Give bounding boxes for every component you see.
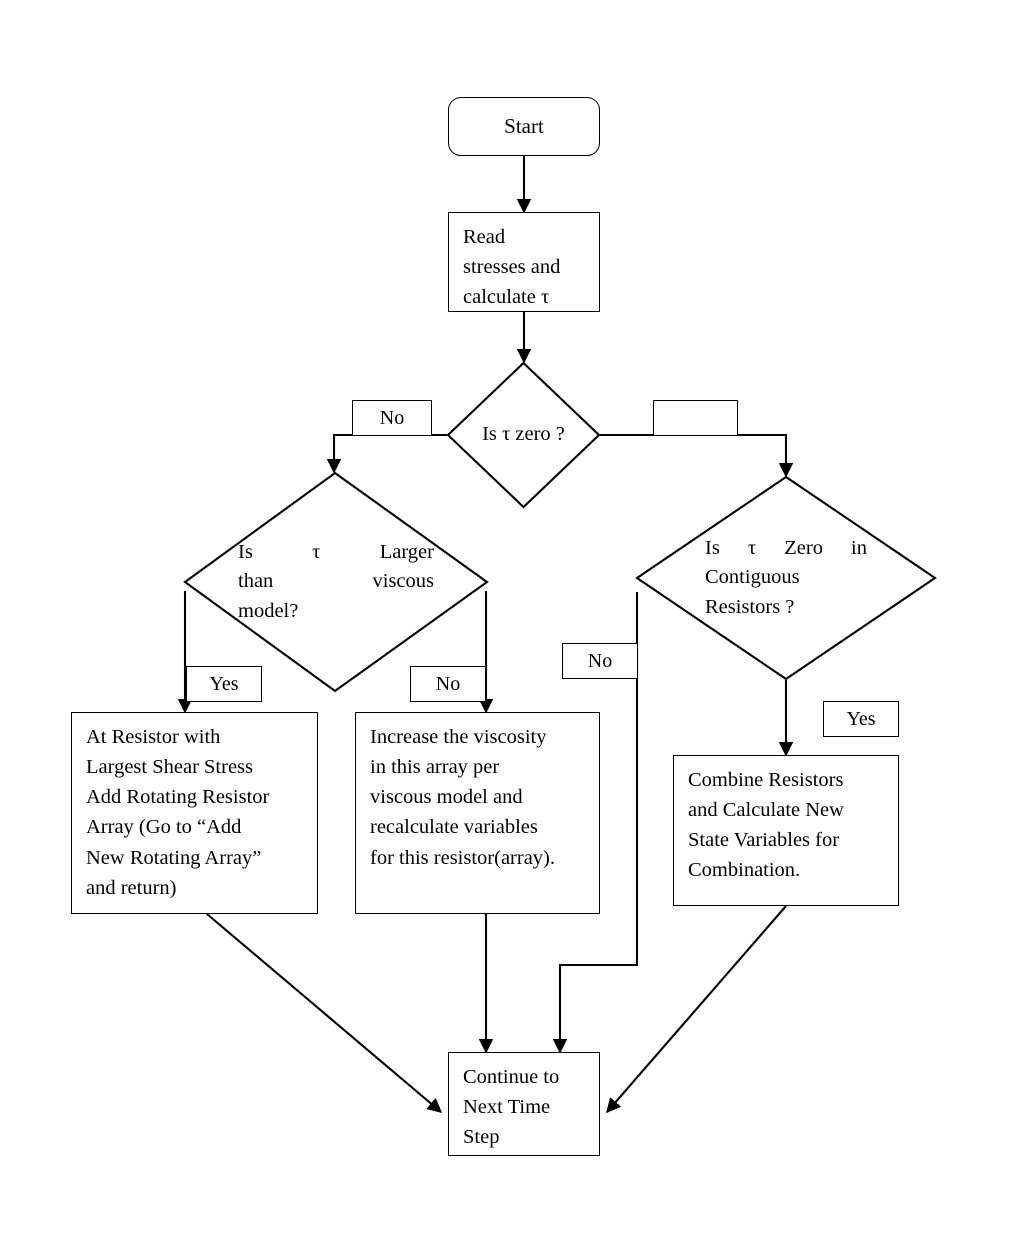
node-add-rotating-array-label: At Resistor with Largest Shear Stress Ad… — [86, 726, 270, 899]
edge-tauzero-yes — [600, 433, 794, 478]
node-increase-viscosity-label: Increase the viscosity in this array per… — [370, 726, 556, 869]
node-increase-viscosity[interactable]: Increase the viscosity in this array per… — [355, 712, 600, 914]
label-contig-yes: Yes — [823, 701, 899, 737]
node-continue-next-time-step[interactable]: Continue to Next Time Step — [448, 1052, 600, 1156]
label-tau-zero-yes — [653, 400, 738, 436]
label-larger-yes-text: Yes — [209, 673, 239, 695]
label-tau-zero-no-text: No — [379, 407, 405, 429]
node-read-stresses-label: Read stresses and calculate τ — [463, 226, 561, 309]
label-tau-zero-no: No — [352, 400, 432, 436]
label-larger-no-text: No — [435, 673, 461, 695]
edge-addarray-to-continue — [206, 913, 443, 1113]
node-decision-tau-larger[interactable]: Is τ Larger than viscous model? — [183, 471, 489, 693]
edge-combine-to-continue — [606, 905, 787, 1114]
label-contig-yes-text: Yes — [846, 708, 876, 730]
label-larger-no: No — [410, 666, 486, 702]
label-contig-no: No — [562, 643, 638, 679]
node-read-stresses[interactable]: Read stresses and calculate τ — [448, 212, 600, 312]
label-larger-yes: Yes — [186, 666, 262, 702]
node-continue-next-time-step-label: Continue to Next Time Step — [463, 1066, 560, 1149]
node-add-rotating-array[interactable]: At Resistor with Largest Shear Stress Ad… — [71, 712, 318, 914]
node-start-label: Start — [504, 114, 544, 139]
node-decision-tau-zero-contiguous[interactable]: Is τ Zero in Contiguous Resistors ? — [635, 475, 937, 681]
edge-tauzero-no — [326, 433, 447, 474]
node-combine-resistors[interactable]: Combine Resistors and Calculate New Stat… — [673, 755, 899, 906]
node-start[interactable]: Start — [448, 97, 600, 156]
label-contig-no-text: No — [587, 650, 613, 672]
node-combine-resistors-label: Combine Resistors and Calculate New Stat… — [688, 769, 844, 882]
